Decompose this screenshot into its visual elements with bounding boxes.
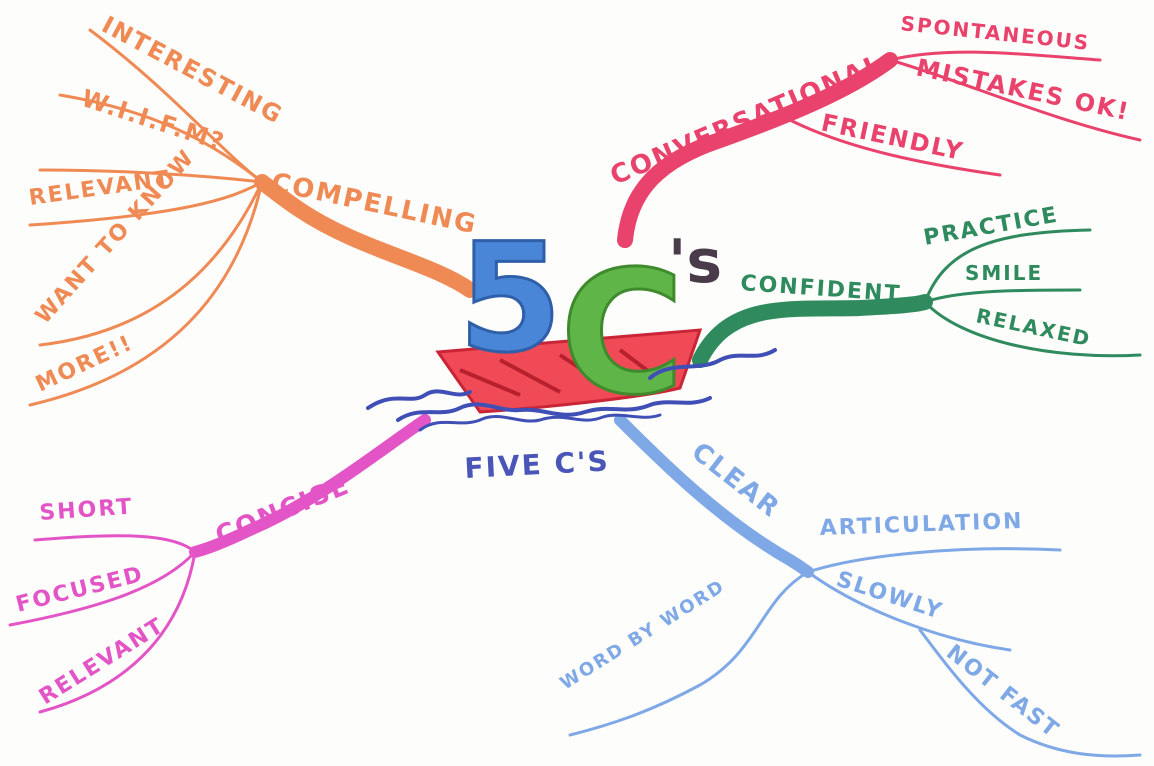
slowly-connector bbox=[806, 570, 1012, 652]
relevant-concise-label: RELEVANT bbox=[35, 613, 170, 710]
branch-concise: CONCISE SHORT FOCUSED RELEVANT bbox=[8, 414, 431, 714]
branch-conversational: CONVERSATIONAL SPONTANEOUS MISTAKES OK! … bbox=[606, 11, 1142, 248]
word-by-word-label: WORD BY WORD bbox=[557, 576, 729, 695]
friendly-label: FRIENDLY bbox=[819, 108, 967, 166]
five-numeral: 5 bbox=[458, 212, 562, 386]
compelling-main-branch bbox=[254, 174, 478, 298]
mistakes-connector bbox=[888, 58, 1142, 142]
interesting-connector bbox=[58, 93, 264, 184]
boat-hull-shading bbox=[459, 348, 662, 397]
word-by-word-connector bbox=[568, 570, 810, 737]
central-image: 5 C 's FIVE C'S bbox=[366, 211, 777, 485]
mistakes-ok-label: MISTAKES OK! bbox=[914, 53, 1133, 126]
spontaneous-connector bbox=[888, 50, 1102, 62]
branch-confident: CONFIDENT PRACTICE SMILE RELAXED bbox=[692, 203, 1142, 368]
want-to-know-connector bbox=[38, 180, 264, 347]
wave-bottom bbox=[418, 413, 662, 432]
wiifm-connector bbox=[38, 168, 264, 184]
more-connector bbox=[28, 180, 264, 407]
concise-main-branch bbox=[189, 414, 431, 558]
relaxed-label: RELAXED bbox=[974, 303, 1093, 351]
friendly-connector bbox=[788, 118, 1002, 177]
not-fast-label: NOT FAST bbox=[941, 640, 1064, 744]
articulation-connector bbox=[806, 547, 1062, 574]
smile-connector bbox=[923, 288, 1082, 304]
clear-label: CLEAR bbox=[686, 437, 786, 524]
branch-clear: CLEAR ARTICULATION SLOWLY NOT FAST WORD … bbox=[557, 414, 1142, 758]
conversational-main-branch bbox=[617, 52, 898, 248]
wiifm-label: W.I.I.F.M? bbox=[78, 84, 229, 157]
concise-label: CONCISE bbox=[211, 470, 354, 551]
apostrophe-s: 's bbox=[668, 227, 722, 297]
practice-connector bbox=[923, 228, 1092, 304]
short-connector bbox=[33, 534, 197, 554]
subtitle-five-cs: FIVE C'S bbox=[464, 444, 611, 485]
not-fast-connector bbox=[918, 628, 1142, 758]
boat-hull bbox=[435, 328, 703, 414]
wave-middle bbox=[396, 396, 712, 422]
relevant-connector bbox=[28, 180, 264, 227]
focused-connector bbox=[8, 550, 197, 627]
confident-main-branch bbox=[692, 294, 933, 368]
articulation-label: ARTICULATION bbox=[819, 509, 1024, 541]
short-label: SHORT bbox=[39, 494, 134, 525]
wave-top bbox=[366, 348, 777, 410]
relaxed-connector bbox=[923, 300, 1142, 358]
branch-compelling: COMPELLING INTERESTING W.I.I.F.M? RELEVA… bbox=[27, 11, 480, 407]
smile-label: SMILE bbox=[965, 261, 1043, 285]
clear-main-branch bbox=[614, 414, 814, 578]
spontaneous-label: SPONTANEOUS bbox=[899, 11, 1091, 55]
relevant-concise-connector bbox=[38, 550, 197, 714]
